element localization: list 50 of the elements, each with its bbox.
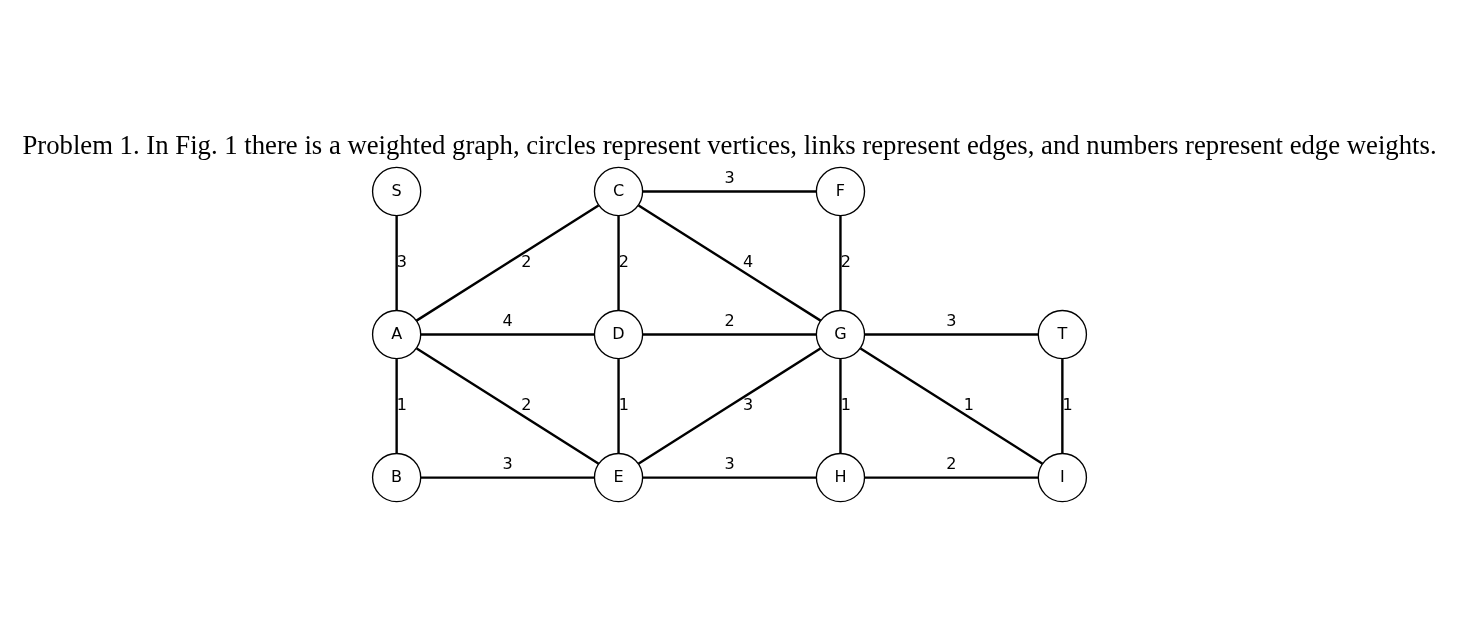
connector bbox=[859, 347, 1044, 465]
edge-label: 2 bbox=[840, 251, 851, 271]
edge-label: 1 bbox=[963, 394, 974, 414]
edge-label: 2 bbox=[521, 394, 532, 414]
connector bbox=[864, 475, 1039, 479]
node-circle: H bbox=[815, 452, 866, 502]
edge-label: 4 bbox=[502, 310, 513, 330]
edge-label: 1 bbox=[396, 394, 408, 414]
connector bbox=[839, 358, 842, 453]
node-circle: B bbox=[371, 452, 422, 502]
edge-label: 3 bbox=[743, 394, 754, 414]
node-circle: C bbox=[593, 166, 644, 216]
node-circle: G bbox=[815, 309, 866, 359]
connector bbox=[617, 358, 620, 453]
connector bbox=[415, 204, 600, 322]
edge-label: 1 bbox=[618, 394, 629, 414]
node-circle: S bbox=[371, 166, 422, 216]
edge-label: 1 bbox=[1062, 394, 1073, 414]
connector bbox=[420, 475, 595, 479]
edge-label: 2 bbox=[946, 453, 957, 473]
connector bbox=[864, 332, 1039, 336]
edge-label: 2 bbox=[618, 251, 629, 271]
edge-label: 1 bbox=[840, 394, 851, 414]
edge-label: 3 bbox=[396, 251, 408, 271]
connector bbox=[420, 332, 595, 336]
connector bbox=[617, 215, 620, 310]
connector bbox=[416, 347, 600, 465]
connector bbox=[395, 215, 398, 310]
edge-label: 3 bbox=[724, 167, 735, 187]
node-circle: I bbox=[1037, 452, 1088, 502]
connector bbox=[1061, 358, 1064, 453]
edge-label: 2 bbox=[521, 251, 532, 271]
node-circle: A bbox=[371, 309, 422, 359]
connector bbox=[637, 347, 822, 465]
node-circle: T bbox=[1037, 309, 1088, 359]
node-circle: D bbox=[593, 309, 644, 359]
connector bbox=[395, 358, 398, 453]
connector bbox=[642, 475, 817, 479]
node-circle: F bbox=[815, 166, 866, 216]
connector bbox=[642, 332, 817, 336]
node-circle: E bbox=[593, 452, 644, 502]
edge-label: 3 bbox=[502, 453, 513, 473]
connector bbox=[839, 215, 842, 310]
connector bbox=[642, 189, 817, 193]
connector bbox=[637, 204, 822, 322]
edge-label: 4 bbox=[743, 251, 754, 271]
edge-label: 3 bbox=[724, 453, 735, 473]
edge-label: 2 bbox=[724, 310, 735, 330]
edge-label: 3 bbox=[946, 310, 957, 330]
diagram-title: Problem 1. In Fig. 1 there is a weighted graph, circles represent vertices, links represent edges, and numbers represent edge weights. bbox=[22, 129, 1437, 160]
